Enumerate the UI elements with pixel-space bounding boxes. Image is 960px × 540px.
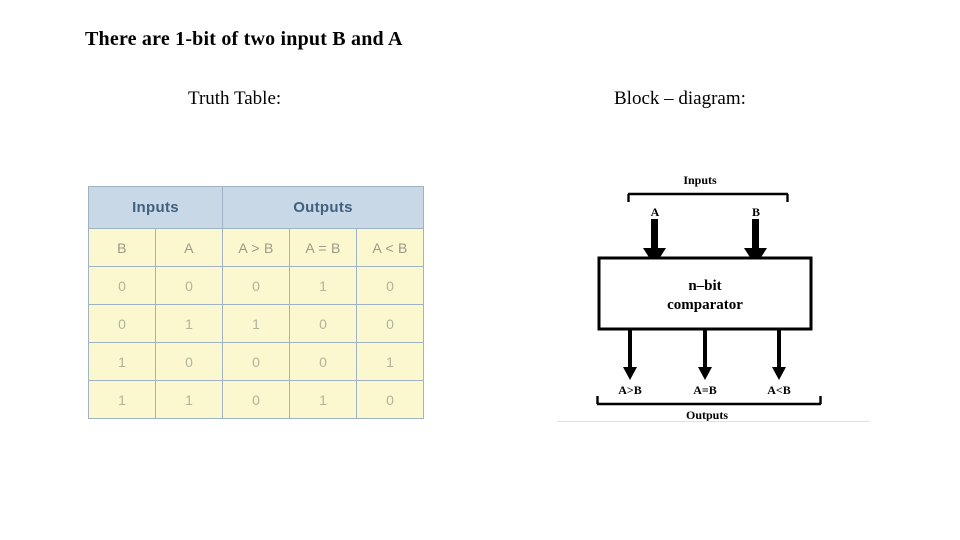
diagram-bottom-rule (557, 421, 870, 422)
outputs-bracket (596, 396, 822, 406)
cell-a-eq-b: 0 (289, 304, 357, 343)
cell-a-lt-b: 0 (356, 266, 424, 305)
cell-a-gt-b: 1 (222, 304, 290, 343)
group-header-outputs: Outputs (222, 186, 424, 229)
truth-table-heading: Truth Table: (188, 88, 282, 109)
cell-b: 1 (88, 342, 156, 381)
input-label-a: A (651, 205, 660, 219)
inputs-bracket-label: Inputs (683, 173, 717, 187)
cell-a-gt-b: 0 (222, 266, 290, 305)
column-header-a-gt-b: A > B (222, 228, 290, 267)
input-label-b: B (752, 205, 760, 219)
column-header-a-lt-b: A < B (356, 228, 424, 267)
cell-a: 1 (155, 304, 223, 343)
cell-a: 1 (155, 380, 223, 419)
block-diagram-heading: Block – diagram: (614, 88, 746, 109)
table-row: 0 0 0 1 0 (88, 266, 424, 305)
cell-a-lt-b: 0 (356, 304, 424, 343)
table-row: 0 1 1 0 0 (88, 304, 424, 343)
cell-a-lt-b: 1 (356, 342, 424, 381)
column-header-b: B (88, 228, 156, 267)
column-header-a: A (155, 228, 223, 267)
output-label-a-gt-b: A>B (618, 383, 642, 397)
cell-a-eq-b: 1 (289, 266, 357, 305)
column-header-a-eq-b: A = B (289, 228, 357, 267)
block-diagram-figure: Inputs A B n–bit comparator (555, 166, 875, 424)
cell-a-gt-b: 0 (222, 342, 290, 381)
truth-table: Inputs Outputs B A A > B A = B A < B 0 0… (88, 186, 424, 419)
cell-a-eq-b: 0 (289, 342, 357, 381)
cell-a-lt-b: 0 (356, 380, 424, 419)
cell-b: 0 (88, 304, 156, 343)
output-label-a-eq-b: A=B (693, 383, 717, 397)
cell-a: 0 (155, 342, 223, 381)
cell-a-eq-b: 1 (289, 380, 357, 419)
truth-table-container: Inputs Outputs B A A > B A = B A < B 0 0… (88, 186, 424, 419)
outputs-bracket-label: Outputs (686, 408, 728, 422)
comparator-box-label-line1: n–bit (688, 278, 721, 294)
cell-b: 0 (88, 266, 156, 305)
inputs-bracket (627, 192, 789, 202)
cell-a-gt-b: 0 (222, 380, 290, 419)
output-arrow-a-gt-b-icon (623, 329, 637, 380)
table-row: 1 1 0 1 0 (88, 380, 424, 419)
cell-a: 0 (155, 266, 223, 305)
table-group-header-row: Inputs Outputs (88, 186, 424, 229)
output-arrow-a-eq-b-icon (698, 329, 712, 380)
cell-b: 1 (88, 380, 156, 419)
table-column-header-row: B A A > B A = B A < B (88, 228, 424, 267)
output-label-a-lt-b: A<B (767, 383, 791, 397)
output-arrow-a-lt-b-icon (772, 329, 786, 380)
table-row: 1 0 0 0 1 (88, 342, 424, 381)
comparator-box-label-line2: comparator (667, 297, 743, 313)
comparator-diagram-svg: Inputs A B n–bit comparator (596, 173, 822, 422)
group-header-inputs: Inputs (88, 186, 223, 229)
page-title: There are 1-bit of two input B and A (85, 28, 403, 50)
